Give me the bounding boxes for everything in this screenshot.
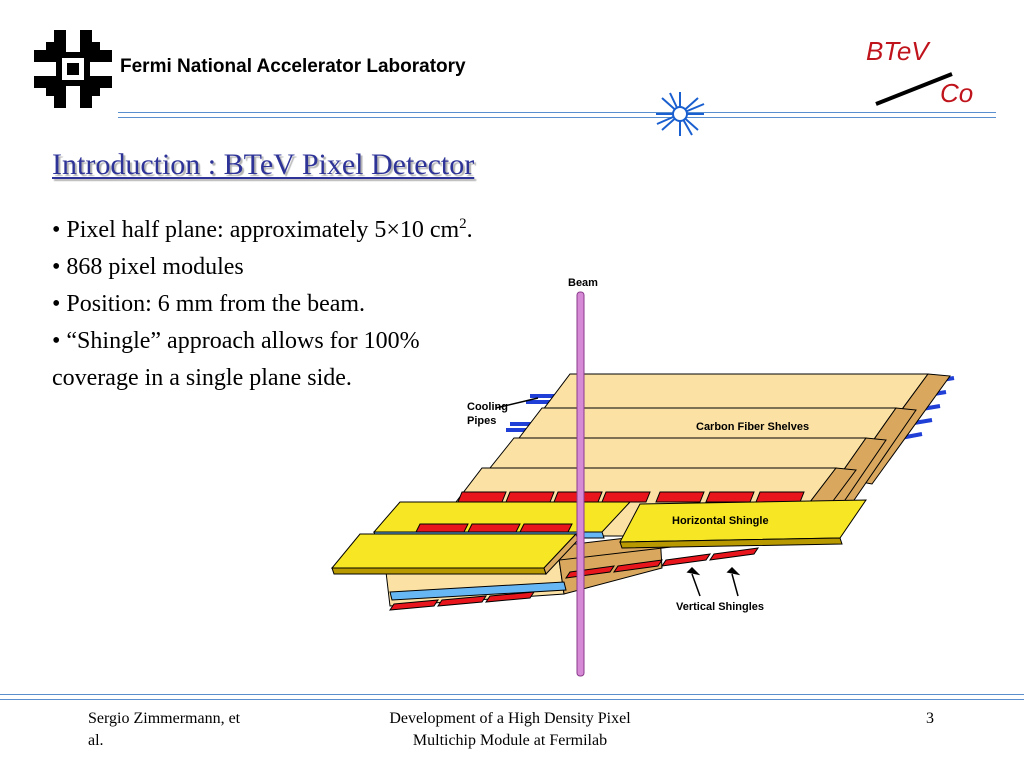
label-horizontal-shingle: Horizontal Shingle [672, 515, 769, 527]
bullet-text: Position: 6 mm from the beam. [66, 291, 366, 317]
lab-name: Fermi National Accelerator Laboratory [120, 56, 466, 77]
bullet-item: • Position: 6 mm from the beam. [52, 291, 366, 317]
footer-author-line1: Sergio Zimmermann, et [88, 710, 241, 727]
horizontal-shingle [619, 499, 867, 549]
label-cooling-pipes-line2: Pipes [467, 415, 496, 427]
starburst-emblem-icon [656, 92, 705, 136]
bullet-item: • 868 pixel modules [52, 254, 244, 280]
bullet-text: “Shingle” approach allows for 100% [66, 328, 420, 354]
footer-title-line2: Multichip Module at Fermilab [412, 732, 608, 749]
front-shingle-chips [415, 523, 573, 533]
bullet-text: 868 pixel modules [66, 254, 244, 280]
page-number: 3 [926, 710, 934, 727]
footer-divider [0, 694, 1024, 700]
bullet-list: • Pixel half plane: approximately 5×10 c… [52, 206, 612, 397]
footer-author: Sergio Zimmermann, et al. [88, 708, 298, 752]
bullet-item: • Pixel half plane: approximately 5×10 c… [52, 216, 473, 243]
bullet-continuation: coverage in a single plane side. [52, 365, 352, 391]
btev-logo-line1: BTeV [866, 36, 931, 66]
btev-co-logo: BTeV Co [866, 36, 973, 108]
bullet-item: • “Shingle” approach allows for 100% [52, 328, 420, 354]
slide-title: Introduction : BTeV Pixel Detector [52, 148, 475, 181]
footer-title: Development of a High Density Pixel Mult… [340, 708, 680, 752]
label-beam: Beam [568, 277, 598, 289]
footer-author-line2: al. [88, 732, 104, 749]
bullet-superscript: 2 [459, 216, 467, 232]
bullet-tail: . [466, 217, 473, 243]
vertical-shingle-chips [389, 547, 760, 611]
label-vertical-shingles: Vertical Shingles [676, 601, 764, 613]
label-carbon-fiber-shelves: Carbon Fiber Shelves [696, 421, 809, 433]
label-arrows [495, 397, 741, 597]
header-divider [118, 112, 996, 118]
bullet-text: Pixel half plane: approximately 5×10 cm [66, 217, 460, 243]
btev-logo-line2: Co [940, 78, 973, 108]
fermilab-logo-icon [34, 30, 112, 108]
beam-line [576, 291, 585, 677]
footer-title-line1: Development of a High Density Pixel [389, 710, 631, 727]
pixel-detector-diagram: Beam Cooling Pipes Carbon Fiber Shelves … [330, 277, 955, 677]
label-cooling-pipes-line1: Cooling [467, 401, 508, 413]
